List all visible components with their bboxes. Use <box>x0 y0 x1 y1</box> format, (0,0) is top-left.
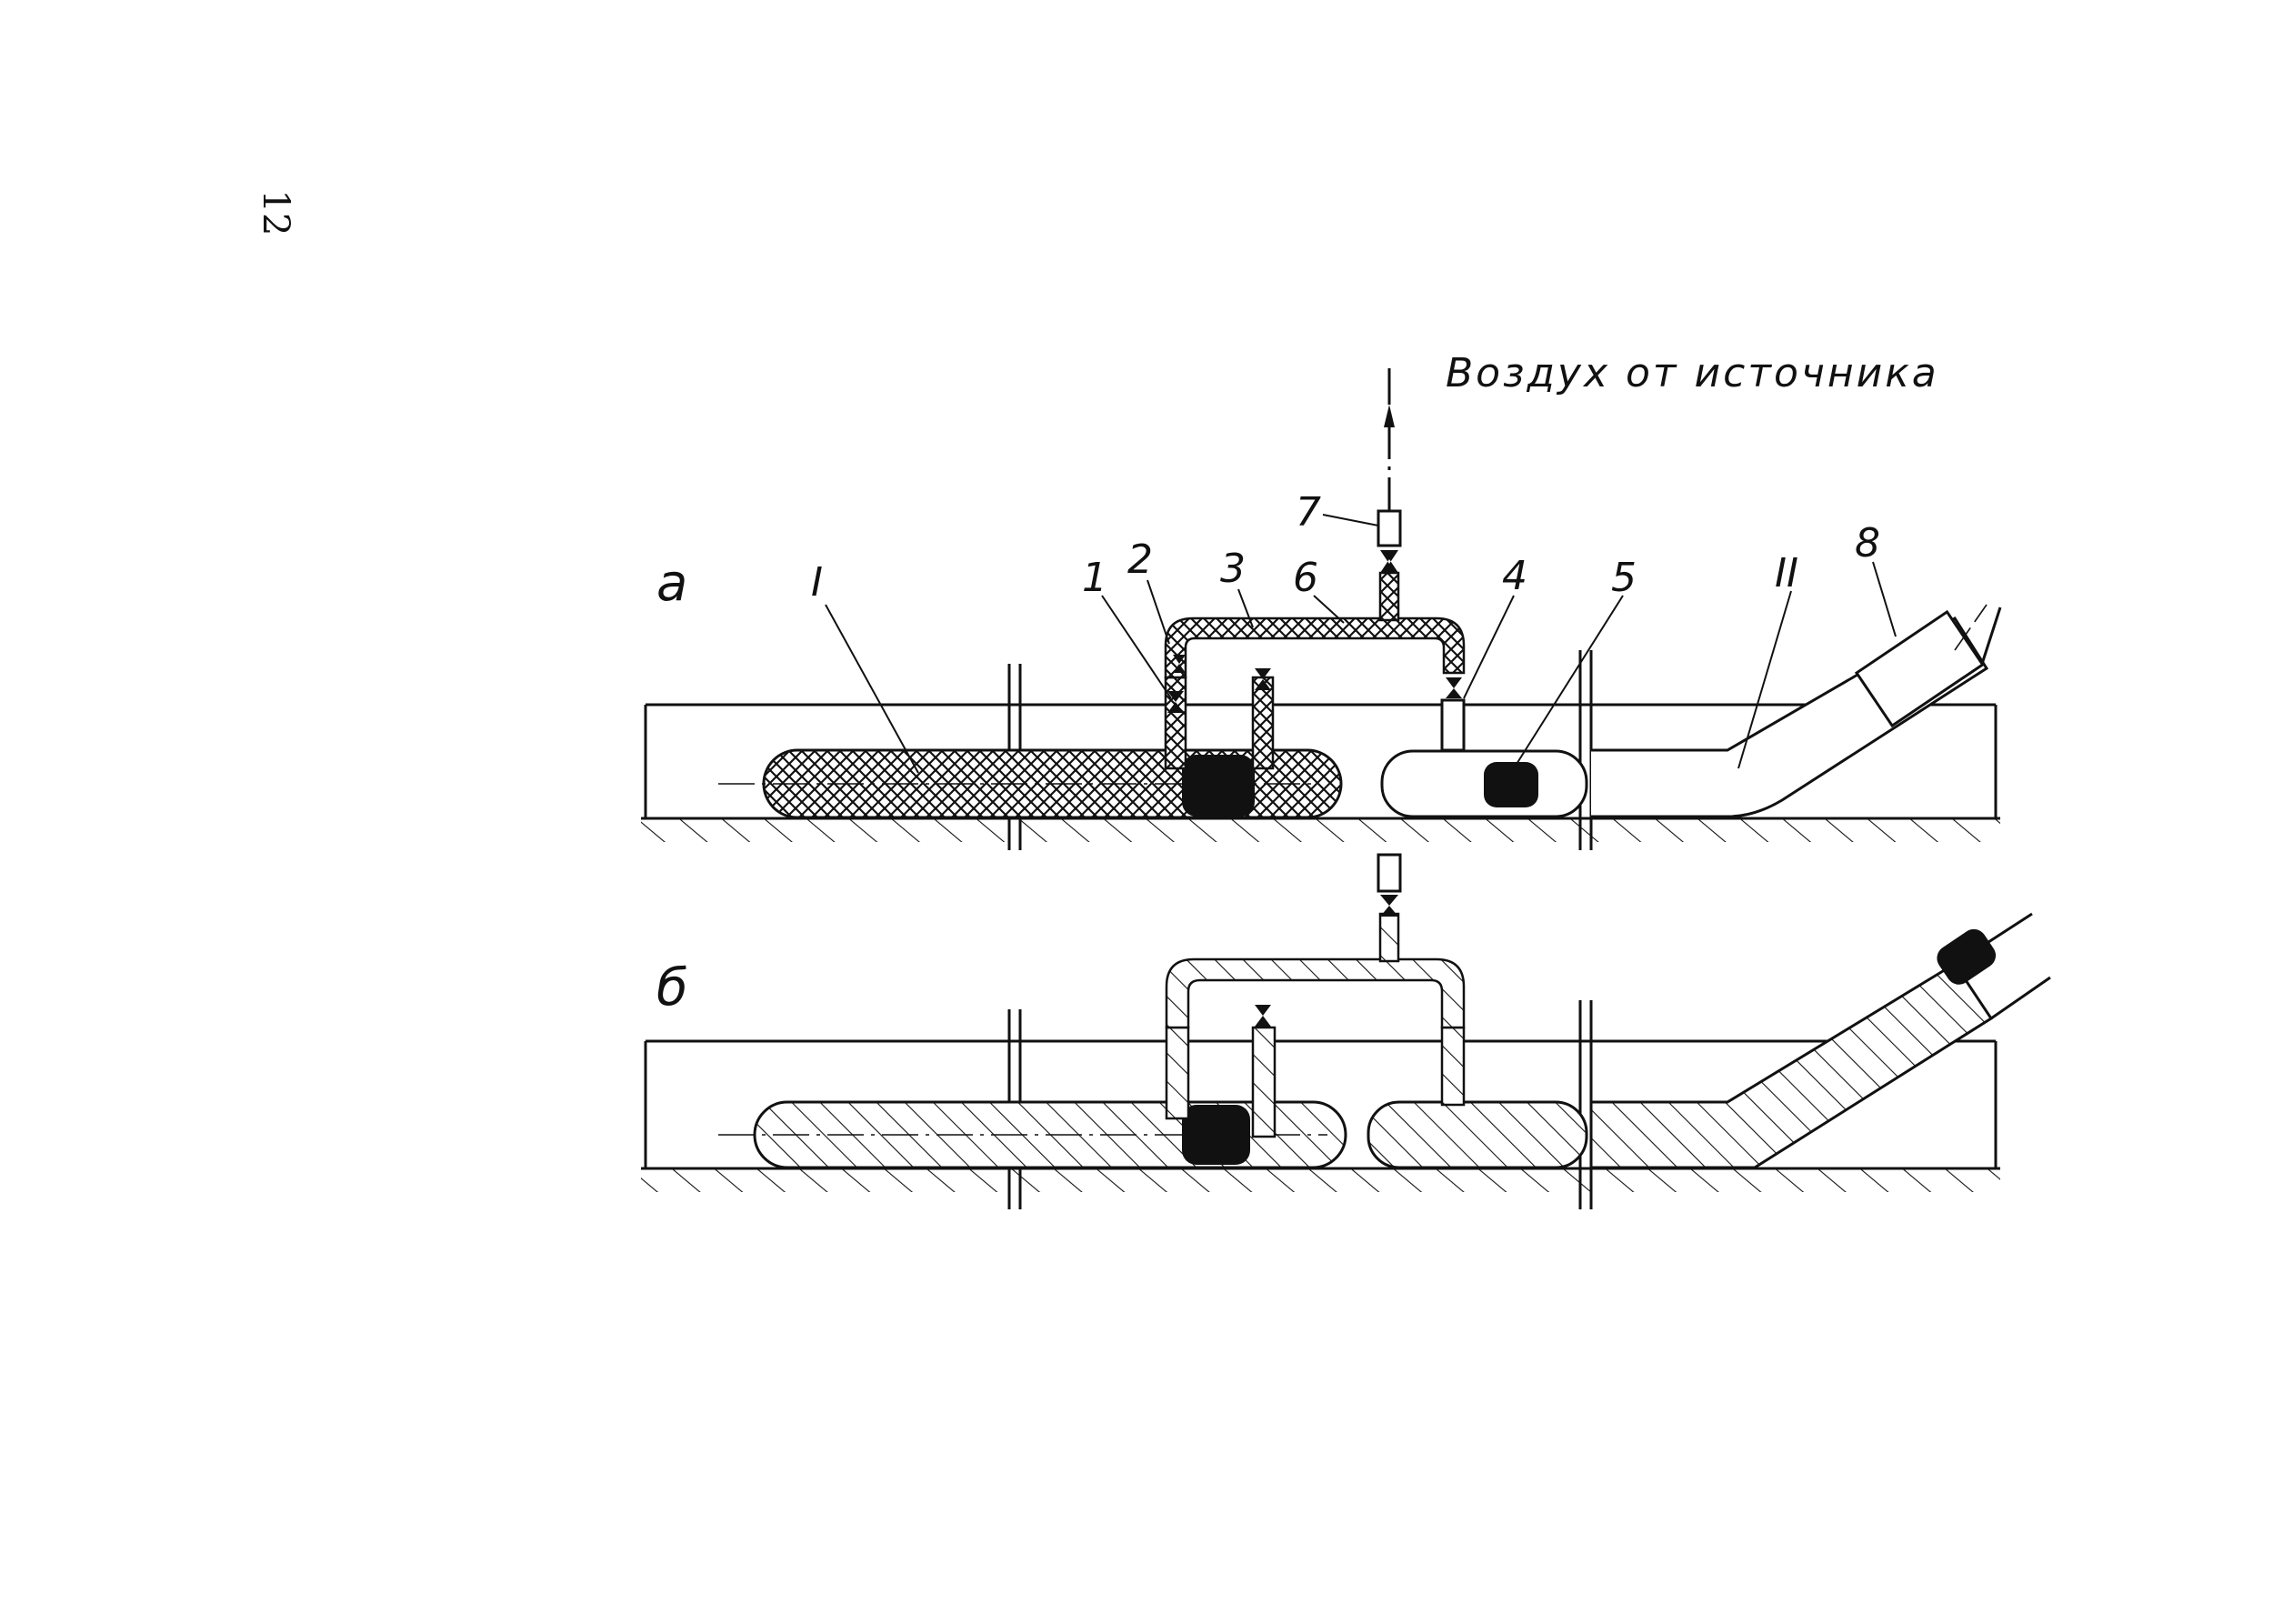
air-source-caption: Воздух от источника <box>1446 350 1939 396</box>
label-1: 1 <box>1082 555 1107 601</box>
bypass-pipe-b <box>1165 957 1466 1029</box>
label-6: 6 <box>1293 555 1318 601</box>
branch-pipe-b <box>1589 961 1994 1169</box>
riser-b-right <box>1440 1026 1466 1107</box>
view-a-callouts: I 1 2 3 6 7 4 5 II 8 <box>811 489 1897 774</box>
zone-1-label: I <box>811 559 823 606</box>
packer-5 <box>1484 762 1538 807</box>
ground-hatch-b <box>641 1168 2000 1192</box>
label-4: 4 <box>1502 553 1527 599</box>
bypass-pipe-6 <box>1164 617 1466 679</box>
view-a-pipeline <box>641 509 2002 850</box>
riser-b-left <box>1165 1026 1190 1120</box>
packer-1 <box>1182 755 1255 817</box>
plug-b-mid <box>1367 1100 1588 1169</box>
label-8: 8 <box>1855 520 1880 566</box>
zone-2-label: II <box>1775 550 1798 596</box>
ground-hatch-a <box>641 818 2000 842</box>
coupling-8 <box>1854 609 1985 728</box>
label-7: 7 <box>1296 489 1321 536</box>
valve-7 <box>1377 509 1402 547</box>
air-supply-line <box>1384 368 1395 518</box>
label-2: 2 <box>1127 536 1153 583</box>
view-b-label: б <box>656 958 688 1018</box>
riser-3 <box>1251 676 1275 770</box>
riser-valves-a <box>1167 655 1271 713</box>
label-3: 3 <box>1220 546 1246 592</box>
packer-b <box>1182 1105 1250 1165</box>
packer-b-branch <box>1937 928 1997 985</box>
riser-b-mid <box>1251 1026 1277 1138</box>
label-5: 5 <box>1611 555 1637 601</box>
stem-7 <box>1378 571 1400 622</box>
view-b-pipeline <box>641 853 2051 1209</box>
valve-b <box>1377 853 1402 893</box>
view-a-label: а <box>656 554 687 613</box>
stem-b <box>1378 912 1400 963</box>
riser-4 <box>1440 698 1466 752</box>
